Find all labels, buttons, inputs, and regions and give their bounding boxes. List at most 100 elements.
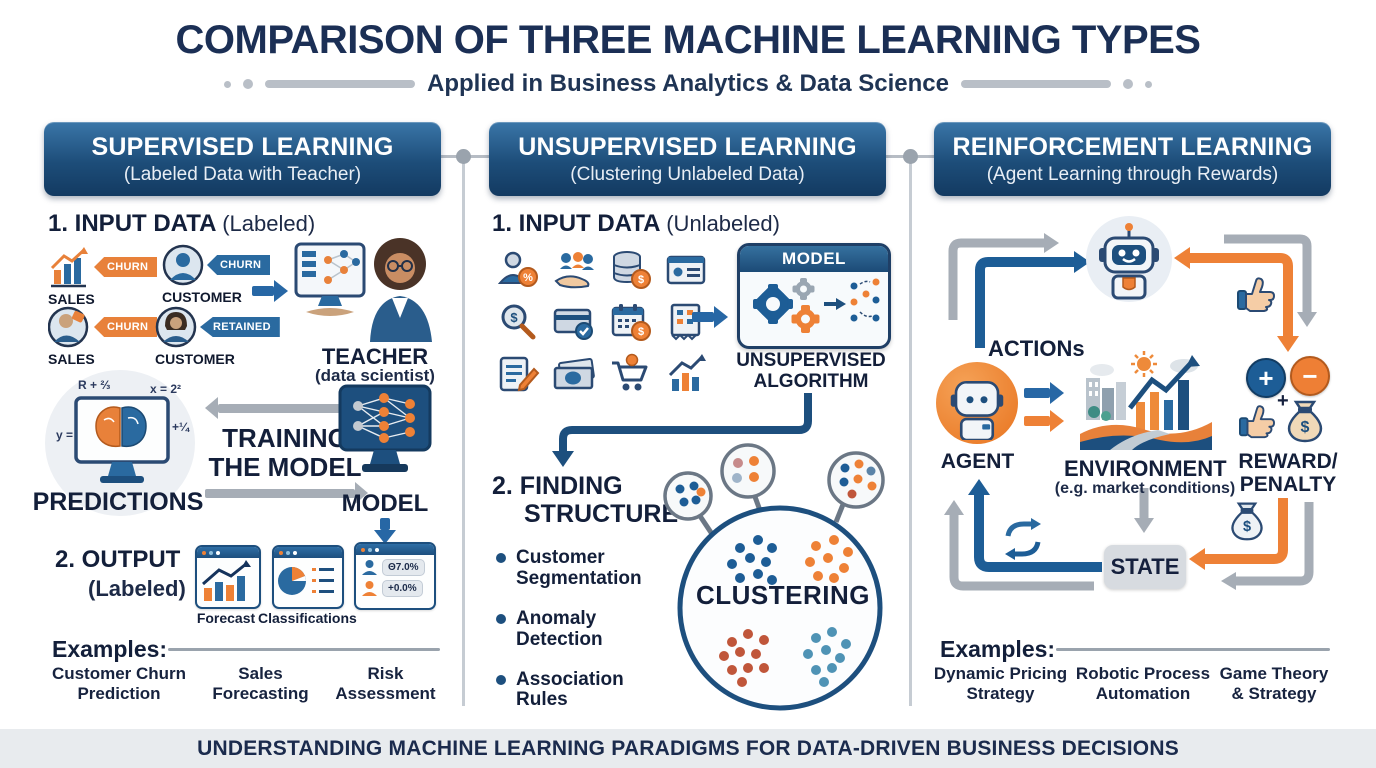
person-icon [362,560,377,575]
step2-line2: STRUCTURE [524,500,679,528]
input-item-label: SALES [48,351,95,367]
input-item-sales-1: CHURN SALES [48,246,158,307]
decor-dot [243,79,254,89]
unsupervised-step1-heading: 1. INPUT DATA (Unlabeled) [492,210,780,238]
thumbs-up-icon [1237,277,1275,312]
step1-number: 1. INPUT DATA [48,210,216,237]
bar-chart-icon [660,350,712,398]
predictions-brain-monitor-icon [74,396,170,483]
decor-dot [1122,79,1133,89]
forecast-window [195,545,261,609]
search-dollar-icon: $ [492,298,544,346]
step2-number: 2. OUTPUT [55,546,181,573]
input-item-label: CUSTOMER [162,289,242,305]
input-to-model-arrow [692,306,728,328]
model-to-structure-connector [552,393,812,467]
reinforcement-examples-heading: Examples: [940,636,1056,662]
reinforcement-example-2: Robotic Process Automation [1075,664,1211,703]
list-item: Customer Segmentation [496,547,656,590]
state-box: STATE [1104,545,1186,589]
supervised-examples-heading: Examples: [52,636,168,662]
svg-text:$: $ [638,274,644,286]
scores-window: Θ7.0% +0.0% [354,542,436,610]
training-arrow-left [205,397,368,419]
unsupervised-title: UNSUPERVISED LEARNING [518,132,857,161]
unsupervised-step2-heading: 2. FINDING [492,472,623,501]
training-label-line1: TRAINING [222,423,348,453]
environment-note: (e.g. market conditions) [1054,480,1236,497]
bullet-text: Anomaly Detection [516,607,603,650]
salesperson-avatar-icon [48,306,89,348]
svg-text:$: $ [1301,419,1310,436]
score-badge: Θ7.0% [382,559,425,576]
reinforcement-arrows [944,233,1317,591]
page-subtitle-row: Applied in Business Analytics & Data Sci… [0,70,1376,98]
database-dollar-icon: $ [604,246,656,294]
window-title-bar [274,547,342,558]
reward-penalty-label: REWARD/ PENALTY [1238,450,1338,496]
svg-text:$: $ [510,310,518,325]
notepad-icon [492,350,544,398]
training-arrow-right [205,482,368,504]
clustering-label: CLUSTERING [696,580,870,610]
agent-action-arrow-blue [1024,382,1064,404]
score-badge: +0.0% [382,580,423,597]
score-row: Θ7.0% [361,559,430,576]
finding-structure-list: Customer Segmentation Anomaly Detection … [496,547,656,730]
footer-text: UNDERSTANDING MACHINE LEARNING PARADIGMS… [197,736,1179,760]
money-bag-state-icon: $ [1231,502,1263,541]
unsupervised-algorithm-caption: UNSUPERVISED ALGORITHM [736,350,886,393]
bullet-dot [496,553,506,563]
list-item: Anomaly Detection [496,607,656,651]
reinforcement-subtitle: (Agent Learning through Rewards) [986,163,1279,185]
svg-text:$: $ [1243,519,1251,535]
agent-robot-icon [950,380,1004,440]
model-box-title: MODEL [740,246,888,272]
reward-label-line1: REWARD/ [1238,450,1338,473]
sales-chart-icon [50,247,88,288]
window-title-bar [197,547,259,558]
bullet-dot [496,613,506,624]
teacher-label: TEACHER [321,344,429,369]
input-to-teacher-arrow [252,280,288,302]
forecast-label: Forecast [196,610,256,626]
clustering-illustration [663,443,885,711]
step1-number: 1. INPUT DATA [492,210,660,237]
classifications-window [272,545,344,609]
user-coin-icon: % [492,246,544,294]
supervised-step1-heading: 1. INPUT DATA (Labeled) [48,210,315,238]
input-item-label: SALES [48,291,95,307]
reward-label-line2: PENALTY [1239,473,1337,497]
page-subtitle: Applied in Business Analytics & Data Sci… [427,70,949,97]
reinforcement-example-3: Game Theory & Strategy [1219,664,1329,703]
column-divider [462,160,465,706]
teacher-illustration [294,238,432,342]
id-card-icon [660,246,712,294]
math-annotation: R + ⅔ [78,378,111,392]
input-item-customer-1: CHURN CUSTOMER [162,244,271,305]
reinforcement-header: REINFORCEMENT LEARNING (Agent Learning t… [934,122,1331,196]
reinforcement-title: REINFORCEMENT LEARNING [952,132,1313,161]
column-divider [909,160,912,706]
cart-icon [604,350,656,398]
input-item-sales-2: CHURN SALES [48,306,158,367]
bullet-text: Customer Segmentation [516,547,642,589]
teacher-note: (data scientist) [315,366,435,385]
cash-icon [548,350,600,398]
agent-label: AGENT [940,450,1015,473]
input-item-label: CUSTOMER [155,351,235,367]
footer-band: UNDERSTANDING MACHINE LEARNING PARADIGMS… [0,729,1376,768]
training-label-line2: THE MODEL [208,451,362,482]
math-annotation: x = 2² [150,382,182,396]
gears-scatter-icon [753,278,880,333]
header-connector-dot [903,149,918,164]
plus-icon: + [1246,358,1286,398]
examples-divider-line [168,648,440,651]
agent-action-arrow-orange [1024,410,1064,432]
unsupervised-model-box: MODEL [737,243,891,349]
training-label: TRAINING THE MODEL [200,424,370,481]
svg-text:$: $ [638,326,644,338]
header-connector-dot [456,149,471,164]
calendar-dollar-icon: $ [604,298,656,346]
group-hand-icon [548,246,600,294]
